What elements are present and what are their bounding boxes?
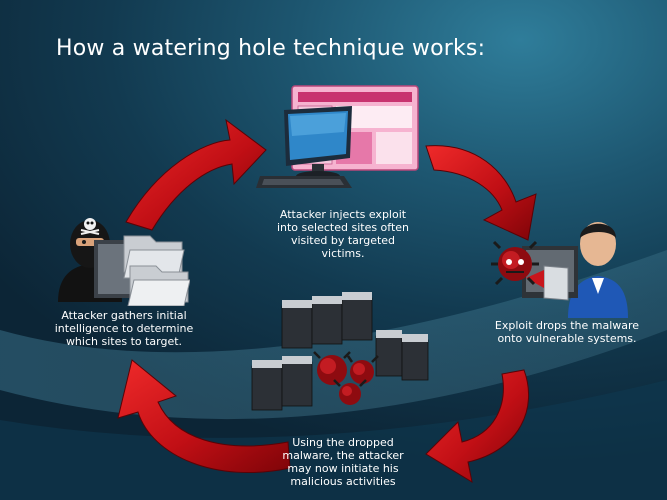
step-exploit-caption: Exploit drops the malware onto vulnerabl…	[494, 319, 640, 345]
folders-icon	[94, 235, 190, 306]
web-site-monitor-icon	[256, 85, 419, 188]
arrow-bottom-left	[117, 359, 291, 473]
step-dropped-caption: Using the dropped malware, the attacker …	[282, 436, 404, 488]
victim-user-icon	[522, 222, 628, 318]
step-gather-caption: Attacker gathers initial intelligence to…	[54, 309, 194, 348]
malware-bug-icon	[491, 240, 539, 286]
arrow-top-right	[425, 145, 537, 241]
page-title: How a watering hole technique works:	[56, 36, 486, 61]
arrow-bottom-right	[425, 369, 529, 484]
step-inject-caption: Attacker injects exploit into selected s…	[276, 208, 410, 260]
arrow-top-left	[125, 118, 267, 231]
server-cluster-icon	[251, 292, 429, 411]
